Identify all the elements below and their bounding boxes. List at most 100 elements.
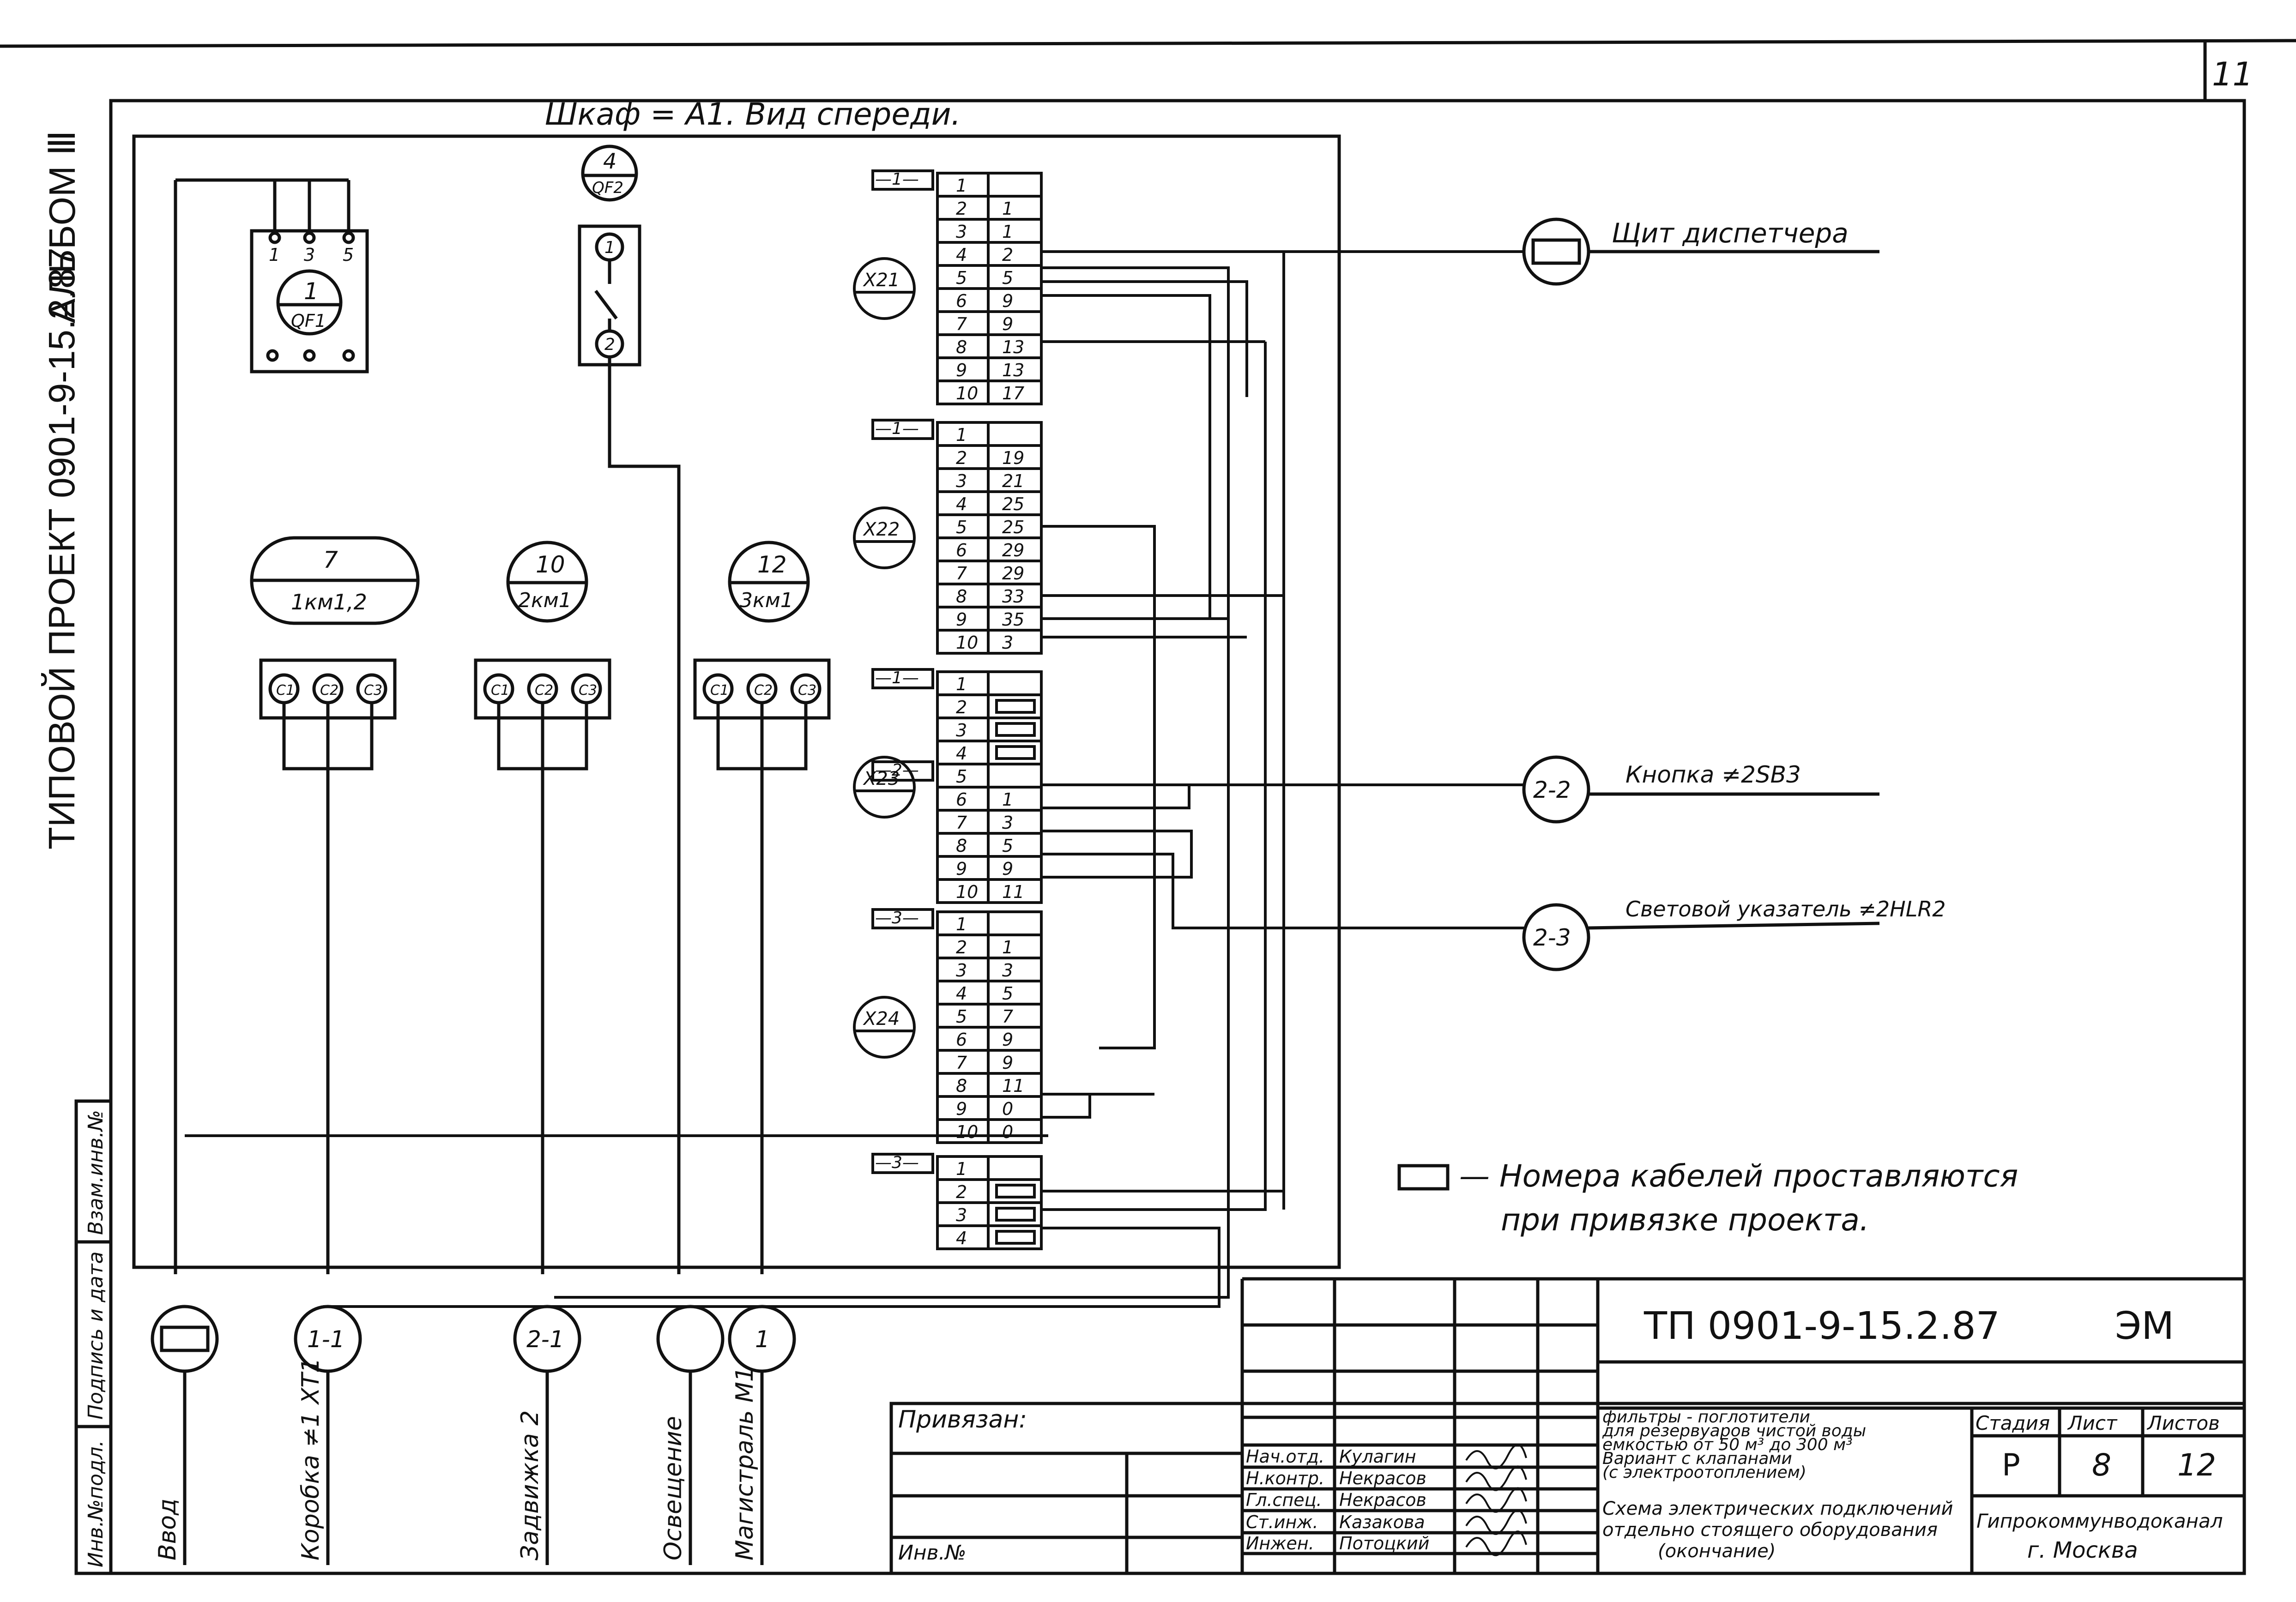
- consumer-2: [513, 1305, 581, 1565]
- organization-name: Гипрокоммунводоканал: [1976, 1510, 2223, 1532]
- consumer-ref: 1-1: [307, 1326, 345, 1353]
- terminal-number: 10: [956, 632, 978, 653]
- wire-number: 11: [1002, 882, 1024, 902]
- terminal-number: 9: [956, 859, 967, 879]
- wire-number: 0: [1002, 1099, 1013, 1119]
- wire-number: 2: [1002, 245, 1013, 265]
- sheet-desc-line: (окончание): [1658, 1541, 1776, 1562]
- terminal-number: 4: [956, 1228, 967, 1248]
- terminal-number: 7: [956, 813, 967, 833]
- terminal-number: 1: [956, 674, 967, 694]
- terminal-number: 1: [956, 914, 967, 934]
- wire-number: 9: [1002, 859, 1013, 879]
- km2-code: 2км1: [518, 589, 572, 612]
- terminal-block-x22: [853, 419, 1043, 655]
- sheet-desc-line: Схема электрических подключений: [1602, 1498, 1953, 1519]
- title-block: [889, 1277, 2246, 1575]
- wire-number: 29: [1002, 563, 1024, 584]
- terminal-number: 7: [956, 314, 967, 334]
- km3-code: 3км1: [740, 589, 793, 612]
- terminal-number: 4: [956, 743, 967, 764]
- terminal-number: 5: [956, 1006, 967, 1027]
- qf2-pin-top: 1: [604, 238, 615, 257]
- terminal-number: 1: [956, 175, 967, 196]
- terminal-block-x21: [853, 169, 1043, 405]
- indicator-symbol: [1522, 903, 1880, 971]
- terminal-number: 8: [956, 836, 967, 856]
- terminal-block-unnamed: [871, 1153, 1043, 1250]
- document-code: ТП 0901-9-15.2.87: [1644, 1304, 2000, 1348]
- wire-number: 3: [1002, 632, 1013, 653]
- terminal-block-x24: [853, 908, 1043, 1144]
- project-title-vertical: ТИПОВОЙ ПРОЕКТ 0901-9-15.2.87: [41, 247, 82, 849]
- group-tag-box: [871, 169, 934, 191]
- signature-rows: Нач.отд.КулагинН.контр.НекрасовГл.спец.Н…: [1246, 1444, 1527, 1556]
- consumer-label: Коробка ≠1 XT1: [297, 1358, 325, 1560]
- wire-number: 0: [1002, 1122, 1013, 1142]
- dispatcher-label: Щит диспетчера: [1612, 217, 1849, 249]
- signature-role: Ст.инж.: [1246, 1512, 1318, 1532]
- km1-contactor: [250, 536, 420, 1274]
- stamp-inv-podl: Инв.№подл.: [84, 1440, 108, 1567]
- terminal-number: 3: [956, 222, 967, 242]
- terminal-block-label-circle: [853, 506, 916, 569]
- wire-number: 17: [1002, 383, 1024, 404]
- km2-c2: C2: [535, 682, 553, 699]
- cable-number-box: [1397, 1164, 1450, 1191]
- km2-contactor: [474, 541, 611, 1274]
- qf2-pin-bottom: 2: [604, 335, 615, 354]
- inv-no-label: Инв.№: [898, 1541, 967, 1565]
- group-tag: —1—: [875, 170, 919, 189]
- sheet-description: Схема электрических подключений отдельно…: [1602, 1498, 1967, 1562]
- terminal-number: 6: [956, 789, 967, 810]
- terminal-number: 1: [956, 425, 967, 445]
- wire-number: 35: [1002, 609, 1024, 630]
- button-label: Кнопка ≠2SB3: [1625, 761, 1801, 788]
- terminal-number: 3: [956, 1205, 967, 1225]
- km1-code: 1км1,2: [291, 590, 367, 614]
- km1-c3: C3: [364, 682, 382, 699]
- terminal-number: 9: [956, 1099, 967, 1119]
- km1-c2: C2: [320, 682, 338, 699]
- terminal-block-name: X22: [863, 519, 900, 540]
- terminal-number: 8: [956, 337, 967, 357]
- km2-num: 10: [536, 551, 565, 578]
- qf1-breaker: [174, 178, 369, 1274]
- stamp-vzam-inv: Взам.инв.№: [84, 1110, 108, 1235]
- project-desc-line: фильтры - поглотители: [1602, 1408, 1810, 1427]
- signature-role: Нач.отд.: [1246, 1446, 1324, 1467]
- sheets-value: 12: [2177, 1447, 2216, 1483]
- wire-number: 11: [1002, 1076, 1024, 1096]
- terminal-number: 2: [956, 199, 967, 219]
- handwritten-signature: [1465, 1444, 1527, 1470]
- project-desc-line: Вариант с клапанами: [1602, 1449, 1792, 1468]
- terminal-number: 5: [956, 268, 967, 288]
- consumer-3: [656, 1305, 725, 1565]
- cable-number-placeholder: [995, 1230, 1036, 1245]
- terminal-number: 3: [956, 720, 967, 741]
- qf1-t3: 3: [304, 245, 315, 265]
- terminal-number: 10: [956, 1122, 978, 1142]
- terminal-block-label-circle: [853, 257, 916, 320]
- wire-number: 25: [1002, 494, 1024, 514]
- terminal-number: 4: [956, 983, 967, 1004]
- dispatcher-panel-symbol: [1522, 217, 1879, 286]
- terminal-number: 2: [956, 697, 967, 717]
- album-label: АЛЬБОМ Ⅲ: [42, 130, 83, 323]
- handwritten-signature: [1465, 1530, 1527, 1556]
- indicator-ref: 2-3: [1533, 924, 1571, 951]
- consumer-label: Задвижка 2: [516, 1410, 544, 1560]
- wire-number: 1: [1002, 937, 1013, 958]
- project-desc-line: емкостью от 50 м³ до 300 м³: [1602, 1435, 1853, 1454]
- group-tag-box: [871, 668, 934, 689]
- cable-number-placeholder: [995, 1207, 1036, 1222]
- wire-number: 7: [1002, 1006, 1013, 1027]
- terminal-number: 4: [956, 245, 967, 265]
- qf2-num: 4: [603, 149, 616, 174]
- sheets-label: Листов: [2147, 1412, 2220, 1434]
- qf1-t1: 1: [269, 245, 280, 265]
- consumer-label: Магистраль М1: [731, 1367, 759, 1560]
- sheet-label: Лист: [2068, 1412, 2117, 1434]
- consumer-label: Освещение: [659, 1416, 687, 1560]
